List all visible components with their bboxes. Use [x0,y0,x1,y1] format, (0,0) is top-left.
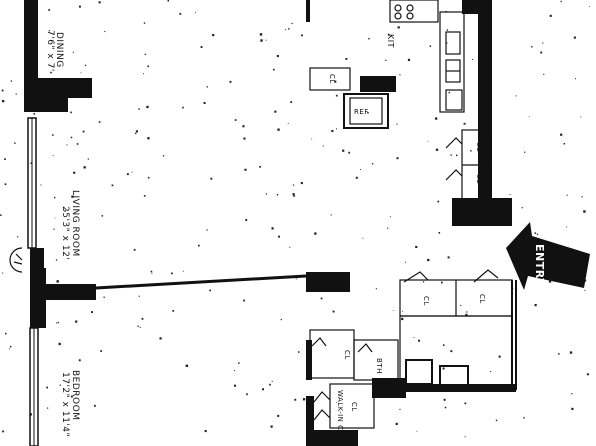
kitchen-area [306,0,492,200]
kitchen-label: KIT [386,34,395,48]
living-room-name: LIVING ROOM [70,190,80,257]
walk-in-closet-label: WALK-IN CL [336,390,344,435]
closet-label-bedroom: CL [343,350,351,360]
bedroom-name: BEDROOM [70,370,80,420]
closet-label-walkin-2: CL [350,402,358,412]
dining-room-name: DINING [54,32,64,68]
bedroom-size: 17'2" x 11'4" [60,372,70,437]
entry-label: ENTRY [533,244,546,287]
bedroom-closets [306,329,375,446]
refrigerator-label: REF [354,108,369,116]
entry-arrow [506,222,590,290]
hall-closets [399,269,517,390]
closet-label-hall-1: CL [422,296,430,306]
closet-label-entry-2: CL [475,174,483,184]
closet-label-kitchen: CL [328,74,336,84]
closet-label-hall-2: CL [478,294,486,304]
bath-label: BTH [375,358,383,374]
bath-area [353,315,516,398]
entry-closets [445,129,512,226]
bedroom-partition [44,272,350,300]
radiator-symbol [9,247,23,273]
closet-label-entry-1: CL [475,142,483,152]
left-exterior-wall [24,0,92,446]
dining-room-size: 7'6" x 7' [45,30,55,72]
living-room-size: 25'3" x 12' [60,206,70,260]
